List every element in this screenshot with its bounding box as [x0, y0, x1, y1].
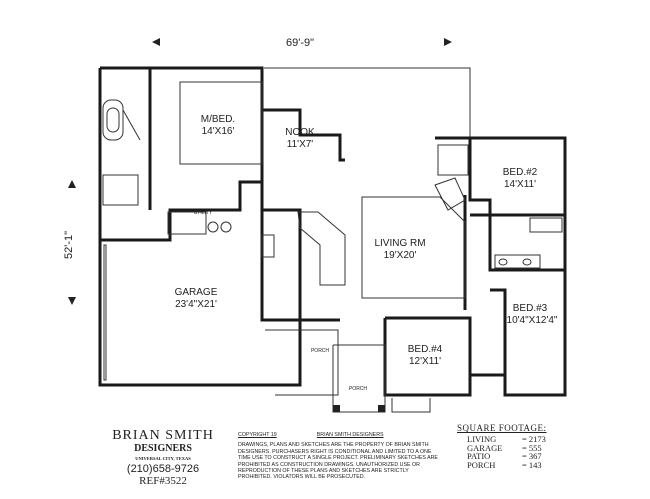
bed3-label: BED.#3	[513, 303, 548, 314]
garage-label: GARAGE	[175, 287, 218, 298]
sqft-label: PATIO	[467, 451, 491, 461]
legal-notice: COPYRIGHT 19 BRIAN SMITH DESIGNERS DRAWIN…	[238, 432, 438, 481]
living-size: 19'X20'	[384, 250, 417, 261]
column	[333, 405, 340, 412]
sink	[498, 258, 508, 266]
closet	[102, 174, 139, 206]
width-dimension: 69'-9"	[152, 37, 452, 49]
main-wall	[262, 108, 345, 162]
square-footage-table: SQUARE FOOTAGE: LIVING = 2173 GARAGE = 555…	[457, 423, 547, 469]
bed4-label: BED.#4	[408, 344, 443, 355]
living-area-outline	[361, 196, 466, 299]
sqft-label: PORCH	[467, 459, 496, 470]
copyright-owner: BRIAN SMITH DESIGNERS	[316, 432, 384, 438]
sink	[522, 258, 532, 266]
column	[378, 405, 385, 412]
living-label: LIVING RM	[374, 238, 425, 249]
svg-text:52'-1": 52'-1"	[63, 231, 75, 259]
bed3-wall	[490, 288, 507, 375]
tub	[102, 99, 124, 141]
living-wall	[260, 110, 340, 322]
designer-city: UNIVERSAL CITY, TEXAS	[135, 456, 191, 461]
depth-dimension: 52'-1"	[63, 180, 76, 305]
front-porch	[332, 344, 386, 413]
bed-divider	[468, 138, 565, 272]
porch-label: PORCH	[311, 348, 329, 354]
sqft-row: PORCH = 143	[467, 459, 547, 470]
dryer	[220, 221, 232, 233]
designer-name: BRIAN SMITH	[112, 428, 214, 443]
sqft-row: PATIO = 367	[467, 452, 547, 461]
exterior-wall	[98, 66, 264, 242]
cooktop	[261, 234, 275, 258]
sqft-label: GARAGE	[467, 442, 503, 453]
designer-sub: DESIGNERS	[134, 443, 192, 454]
nook-size: 11'X7'	[287, 139, 314, 150]
utility-label: UTILITY	[194, 210, 213, 216]
sqft-row: GARAGE = 555	[467, 442, 547, 453]
fixture	[122, 109, 141, 141]
right-wing-wall	[435, 136, 567, 397]
fireplace	[434, 177, 466, 211]
bed3-size: 10'4"X12'4"	[507, 315, 558, 326]
closet-bed2	[437, 144, 469, 176]
master-bed-box	[179, 81, 263, 165]
legal-text: DRAWINGS, PLANS AND SKETCHES ARE THE PRO…	[238, 442, 438, 481]
master-bed-size: 14'X16'	[202, 126, 235, 137]
utility-counter	[167, 211, 207, 235]
bay-window	[391, 398, 431, 413]
patio-outline	[264, 67, 471, 140]
nook-label: NOOK	[285, 127, 315, 138]
sqft-value: = 143	[522, 459, 542, 470]
vanity	[494, 254, 541, 269]
sqft-value: = 555	[522, 442, 542, 453]
svg-text:69'-9": 69'-9"	[286, 37, 314, 49]
sqft-value: = 2173	[522, 434, 546, 444]
bed4-size: 12'X11'	[409, 356, 441, 367]
square-footage-title: SQUARE FOOTAGE:	[457, 423, 547, 433]
sqft-row: LIVING = 2173	[467, 435, 547, 444]
garage-size: 23'4"X21'	[175, 299, 217, 310]
copyright: COPYRIGHT 19	[238, 432, 277, 438]
garage-door	[103, 244, 107, 381]
porch-outline	[265, 329, 339, 396]
kitchen-island	[297, 211, 346, 286]
bed2-label: BED.#2	[503, 167, 538, 178]
tub-inner	[106, 107, 120, 133]
plan-ref: REF#3522	[139, 475, 187, 487]
sqft-value: = 367	[522, 451, 542, 461]
designer-block: BRIAN SMITH DESIGNERS UNIVERSAL CITY, TE…	[108, 428, 218, 487]
sqft-label: LIVING	[467, 434, 497, 444]
designer-phone: (210)658-9726	[126, 463, 200, 475]
bed2-size: 14'X11'	[504, 179, 536, 190]
washer	[207, 221, 219, 233]
bathtub-2	[529, 217, 563, 233]
porch-label-2: PORCH	[349, 386, 367, 392]
master-bed-label: M/BED.	[201, 114, 235, 125]
garage-wall	[98, 208, 302, 387]
